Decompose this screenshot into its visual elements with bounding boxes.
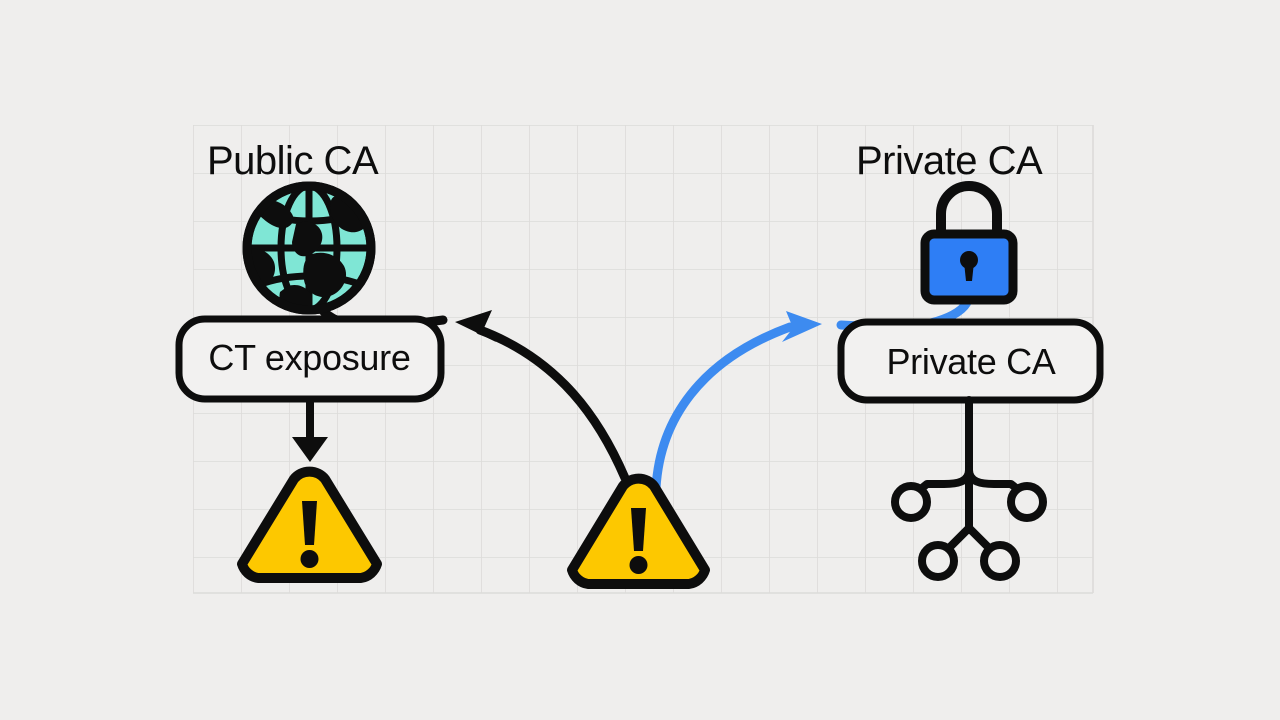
center-warning-to-private-ca-arrow xyxy=(651,311,822,493)
warning-triangle-icon-center xyxy=(567,473,710,589)
public-ca-title: Public CA xyxy=(207,139,379,183)
hierarchy-tree-icon xyxy=(891,396,1047,581)
private-ca-box-label: Private CA xyxy=(886,341,1056,382)
ct-exposure-box-label: CT exposure xyxy=(208,337,411,378)
warning-triangle-icon-left xyxy=(237,466,382,583)
center-warning-to-ct-exposure-arrow xyxy=(455,310,630,483)
globe-icon xyxy=(242,181,376,315)
private-ca-title: Private CA xyxy=(856,139,1043,183)
ct-exposure-to-warning-arrow xyxy=(292,399,328,462)
lock-icon xyxy=(920,181,1018,305)
